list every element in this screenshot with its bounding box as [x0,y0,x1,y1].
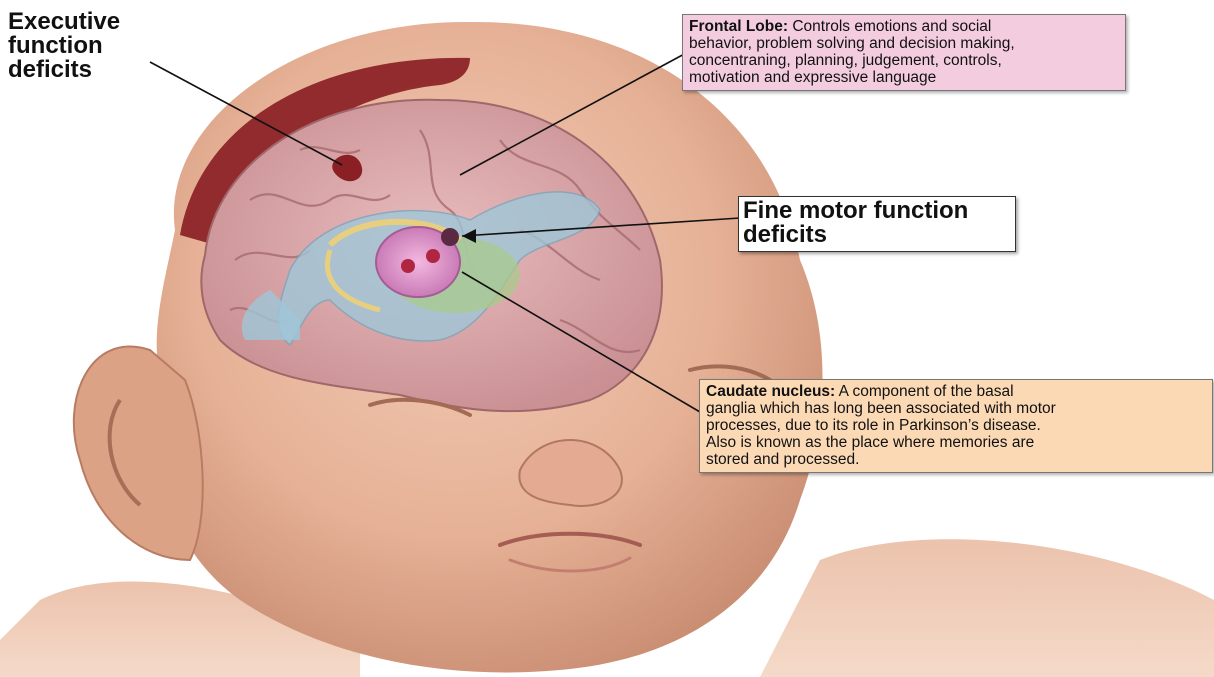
label-line: function [8,34,120,58]
info-text: ganglia which has long been associated w… [706,400,1206,417]
frontal-lobe-info-box: Frontal Lobe: Controls emotions and soci… [682,14,1126,91]
info-text: motivation and expressive language [689,69,1119,86]
label-line: deficits [8,58,120,82]
executive-function-label: Executive function deficits [8,10,120,82]
caudate-title: Caudate nucleus: [706,383,835,400]
label-line: Executive [8,10,120,34]
info-text: stored and processed. [706,451,1206,468]
frontal-lobe-title: Frontal Lobe: [689,18,788,35]
fine-motor-label: Fine motor function deficits [738,196,1016,252]
info-text: concentraning, planning, judgement, cont… [689,52,1119,69]
label-line: deficits [743,223,1009,247]
fine-motor-lesion [441,228,459,246]
info-text: Controls emotions and social [788,18,991,35]
info-text: A component of the basal [835,383,1013,400]
info-text: processes, due to its role in Parkinson’… [706,417,1206,434]
info-text: Also is known as the place where memorie… [706,434,1206,451]
info-text: behavior, problem solving and decision m… [689,35,1119,52]
caudate-nucleus-info-box: Caudate nucleus: A component of the basa… [699,379,1213,473]
label-line: Fine motor function [743,199,1009,223]
